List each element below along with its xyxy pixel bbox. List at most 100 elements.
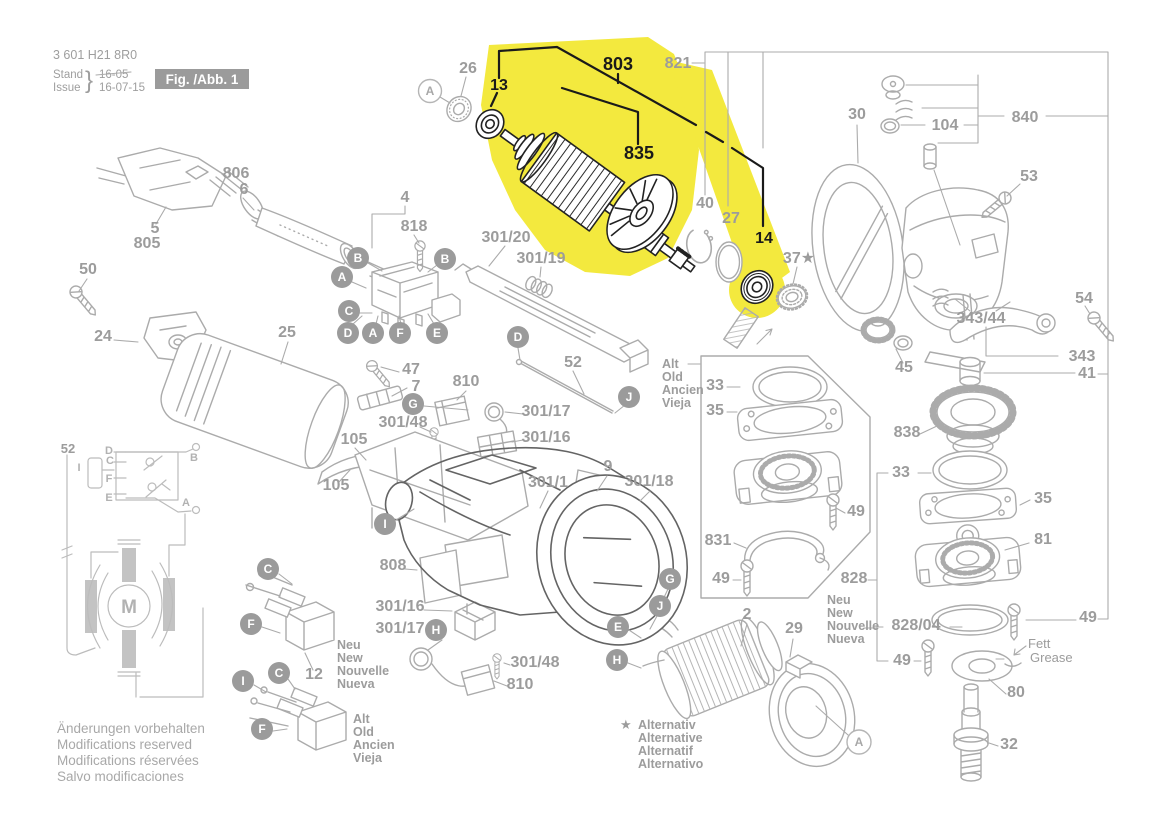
part-label-104: 104 — [932, 117, 959, 134]
callout-f1: F — [389, 322, 411, 344]
svg-text:Nouvelle: Nouvelle — [827, 619, 879, 633]
part-label-808: 808 — [380, 557, 407, 574]
svg-text:H: H — [432, 623, 441, 637]
part-label-105b: 105 — [323, 477, 350, 494]
svg-text:Neu: Neu — [337, 638, 361, 652]
svg-text:J: J — [657, 599, 664, 613]
part-label-53: 53 — [1020, 168, 1038, 185]
date-new: 16-07-15 — [99, 82, 145, 94]
part-label-45: 45 — [895, 359, 913, 376]
power-plug-drawing — [96, 147, 285, 237]
svg-text:Alternativo: Alternativo — [638, 757, 704, 771]
wiring-terminal-b: B — [190, 452, 198, 464]
part-label-301-20: 301/20 — [482, 229, 531, 246]
callout-e2: E — [607, 616, 629, 638]
wiring-terminal-a: A — [182, 497, 190, 509]
pinion-gear-45-drawing — [860, 316, 913, 351]
brush-holder-old-drawing — [249, 686, 347, 751]
callout-a3: A — [362, 322, 384, 344]
wiring-terminal-i: I — [77, 462, 80, 474]
part-label-49a: 49 — [847, 503, 865, 520]
part-label-35-old: 35 — [706, 402, 724, 419]
svg-text:D: D — [514, 330, 523, 344]
svg-text:Ancien: Ancien — [662, 383, 704, 397]
armature-rings-drawing — [446, 95, 809, 349]
part-label-9: 9 — [604, 458, 613, 475]
stand-label: Stand — [53, 69, 83, 81]
svg-text:Alternatif: Alternatif — [638, 744, 694, 758]
gear-housing-drawing — [901, 187, 1009, 331]
svg-text:H: H — [613, 653, 622, 667]
svg-text:C: C — [345, 304, 354, 318]
part-label-105a: 105 — [341, 431, 368, 448]
callout-a-outline-top: A — [417, 78, 443, 104]
part-label-806: 806 — [223, 165, 250, 182]
wiring-terminal-f: F — [106, 473, 113, 485]
legend-old-box: Alt Old Ancien Vieja — [662, 357, 704, 410]
part-label-301-19: 301/19 — [517, 250, 566, 267]
part-label-81: 81 — [1034, 531, 1052, 548]
part-label-49b: 49 — [712, 570, 730, 587]
part-label-47: 47 — [402, 361, 420, 378]
part-label-14: 14 — [755, 230, 773, 247]
part-label-838: 838 — [894, 424, 921, 441]
callout-b1: B — [347, 247, 369, 269]
svg-text:Old: Old — [353, 725, 374, 739]
brush-holder-new-drawing — [245, 568, 335, 651]
callout-c3: C — [268, 662, 290, 684]
callout-a-outline-bottom: A — [846, 729, 872, 755]
svg-text:C: C — [264, 562, 273, 576]
brush-810-lower-drawing — [460, 664, 496, 696]
svg-text:Nueva: Nueva — [827, 632, 866, 646]
footer-block: Änderungen vorbehalten Modifications res… — [57, 721, 205, 784]
part-label-32: 32 — [1000, 736, 1018, 753]
footer-line-1: Änderungen vorbehalten — [57, 721, 205, 736]
svg-text:Fett: Fett — [1028, 636, 1051, 651]
part-label-4: 4 — [401, 189, 410, 206]
part-label-301-17-lower: 301/17 — [376, 620, 425, 637]
svg-text:G: G — [665, 572, 674, 586]
callout-f3: F — [251, 718, 273, 740]
part-label-24: 24 — [94, 328, 112, 345]
part-label-343-44: 343/44 — [957, 310, 1006, 327]
fig-label-box — [155, 69, 249, 89]
part-label-80: 80 — [1007, 684, 1025, 701]
part-label-27: 27 — [722, 210, 740, 227]
svg-text:Alt: Alt — [353, 712, 371, 726]
wiring-diagram: D C I F E B A M 52 — [61, 441, 204, 698]
wiring-terminal-e: E — [105, 492, 112, 504]
motor-housing-drawing — [160, 332, 349, 469]
part-label-828-04: 828/04 — [892, 617, 941, 634]
svg-text:A: A — [338, 270, 347, 284]
callout-i2: I — [232, 670, 254, 692]
legend-new-right: Neu New Nouvelle Nueva — [827, 593, 879, 646]
part-label-5: 5 — [151, 220, 160, 237]
header-block: 3 601 H21 8R0 Stand Issue } 16-05 16-07-… — [53, 48, 249, 94]
svg-text:Alternativ: Alternativ — [638, 718, 696, 732]
svg-text:Old: Old — [662, 370, 683, 384]
svg-text:New: New — [827, 606, 853, 620]
svg-text:A: A — [855, 735, 864, 749]
legend-alternative: ★ Alternativ Alternative Alternatif Alte… — [620, 717, 704, 771]
part-label-50: 50 — [79, 261, 97, 278]
part-label-821: 821 — [665, 55, 692, 72]
part-label-828: 828 — [841, 570, 868, 587]
part-label-301-48-upper: 301/48 — [379, 414, 428, 431]
part-label-13: 13 — [490, 77, 508, 94]
screw-49d-drawing — [921, 639, 935, 677]
brace-glyph: } — [85, 67, 93, 94]
crown-gear-drawing — [929, 384, 1017, 455]
screw-49b-drawing — [740, 559, 754, 597]
svg-text:J: J — [626, 390, 633, 404]
svg-text:Nueva: Nueva — [337, 677, 376, 691]
part-label-301-16-lower: 301/16 — [376, 598, 425, 615]
part-label-7: 7 — [412, 378, 421, 395]
callout-g1: G — [402, 393, 424, 415]
svg-text:F: F — [247, 617, 254, 631]
old-version-box — [700, 355, 871, 599]
callout-b2: B — [434, 248, 456, 270]
part-label-12: 12 — [305, 666, 323, 683]
screw-50-drawing — [66, 282, 101, 320]
spindle-32-drawing — [953, 683, 989, 782]
part-label-831: 831 — [705, 532, 732, 549]
